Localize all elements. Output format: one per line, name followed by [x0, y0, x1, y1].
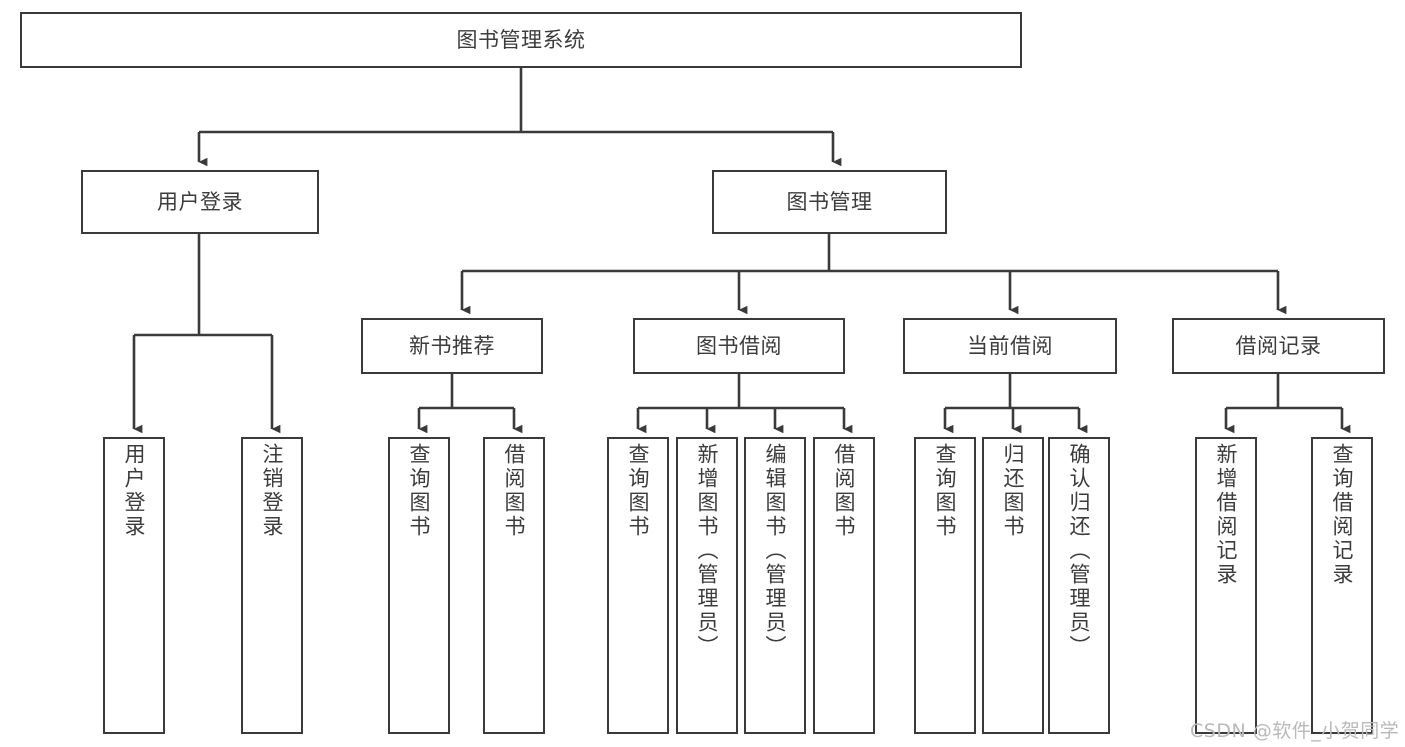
- node-borrow-record[interactable]: 借阅记录: [1172, 318, 1385, 374]
- node-user-login[interactable]: 用户登录: [81, 170, 319, 234]
- node-leaf-add-record[interactable]: 新增借阅记录: [1195, 437, 1257, 734]
- node-book-borrow[interactable]: 图书借阅: [633, 318, 845, 374]
- node-user-login-label: 用户登录: [157, 189, 243, 214]
- node-leaf-confirm-return[interactable]: 确认归还（管理员）: [1048, 437, 1110, 734]
- node-leaf-confirm-return-label: 确认归还（管理员）: [1067, 443, 1092, 659]
- node-borrow-record-label: 借阅记录: [1235, 333, 1322, 358]
- node-leaf-borrow-book-2[interactable]: 借阅图书: [813, 437, 875, 734]
- node-leaf-add-book[interactable]: 新增图书（管理员）: [676, 437, 738, 734]
- node-leaf-user-login[interactable]: 用户登录: [103, 437, 165, 734]
- node-book-borrow-label: 图书借阅: [696, 333, 782, 358]
- node-new-book-recommend-label: 新书推荐: [409, 333, 495, 358]
- node-leaf-return-book[interactable]: 归还图书: [982, 437, 1044, 734]
- node-leaf-add-record-label: 新增借阅记录: [1214, 443, 1239, 587]
- node-leaf-query-book-1-label: 查询图书: [407, 443, 432, 539]
- node-leaf-return-book-label: 归还图书: [1001, 443, 1026, 539]
- node-current-borrow-label: 当前借阅: [967, 333, 1053, 358]
- node-leaf-edit-book[interactable]: 编辑图书（管理员）: [744, 437, 806, 734]
- node-current-borrow[interactable]: 当前借阅: [903, 318, 1117, 374]
- node-book-manage-label: 图书管理: [786, 189, 873, 214]
- node-leaf-logout-login[interactable]: 注销登录: [241, 437, 303, 734]
- node-root[interactable]: 图书管理系统: [20, 12, 1022, 68]
- node-leaf-query-book-2-label: 查询图书: [626, 443, 651, 539]
- node-leaf-query-record[interactable]: 查询借阅记录: [1311, 437, 1373, 734]
- node-book-manage[interactable]: 图书管理: [712, 170, 947, 234]
- node-leaf-borrow-book-1[interactable]: 借阅图书: [483, 437, 545, 734]
- node-leaf-borrow-book-1-label: 借阅图书: [502, 443, 527, 539]
- node-leaf-logout-login-label: 注销登录: [260, 443, 285, 539]
- node-leaf-borrow-book-2-label: 借阅图书: [832, 443, 857, 539]
- node-leaf-user-login-label: 用户登录: [122, 443, 147, 539]
- csdn-watermark: CSDN @软件_小贺同学: [1190, 720, 1400, 742]
- node-leaf-edit-book-label: 编辑图书（管理员）: [763, 443, 788, 659]
- node-leaf-query-book-3[interactable]: 查询图书: [914, 437, 976, 734]
- node-root-label: 图书管理系统: [456, 27, 586, 52]
- node-leaf-query-record-label: 查询借阅记录: [1330, 443, 1355, 587]
- node-leaf-query-book-3-label: 查询图书: [933, 443, 958, 539]
- node-leaf-query-book-2[interactable]: 查询图书: [607, 437, 669, 734]
- node-leaf-add-book-label: 新增图书（管理员）: [695, 443, 720, 659]
- node-new-book-recommend[interactable]: 新书推荐: [361, 318, 543, 374]
- node-leaf-query-book-1[interactable]: 查询图书: [388, 437, 450, 734]
